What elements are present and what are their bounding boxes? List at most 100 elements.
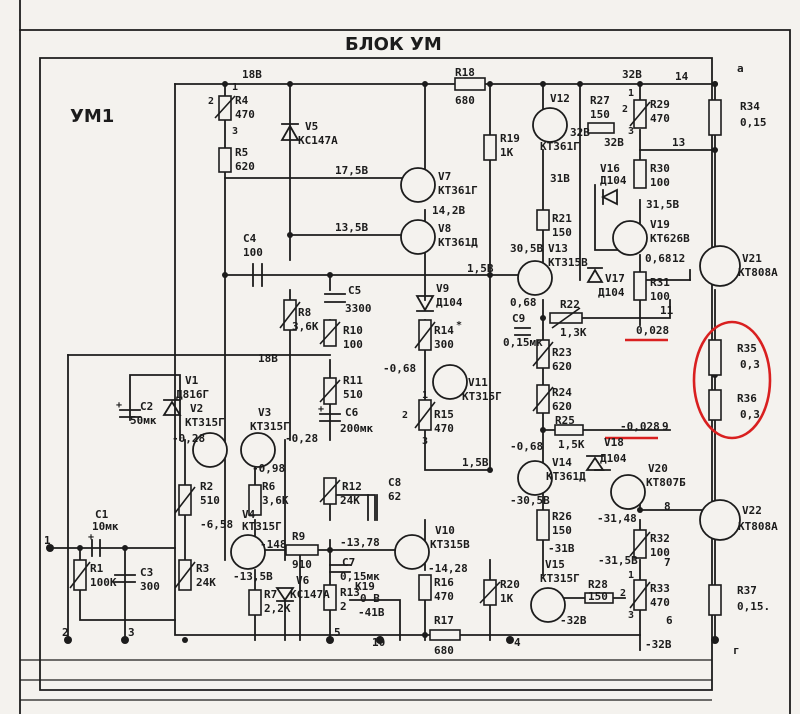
C7-ref: C7 <box>342 556 355 569</box>
R32-ref: R32 <box>650 532 670 545</box>
R29-val: 470 <box>650 112 670 125</box>
V4-ref: V4 <box>242 508 256 521</box>
V21-ref: V21 <box>742 252 762 265</box>
volt-label: 18В <box>258 352 278 365</box>
R25-val: 1,5К <box>558 438 585 451</box>
C3-ref: C3 <box>140 566 153 579</box>
R27-val: 150 <box>590 108 610 121</box>
R32-val: 100 <box>650 546 670 559</box>
C6-val: 200мк <box>340 422 373 435</box>
R35-val: 0,3 <box>740 358 760 371</box>
node-numbers: 14 13 12 11 9 8 7 6 1 2 3 5 10 4 а г 2 1… <box>44 62 744 657</box>
C9-ref: C9 <box>512 312 525 325</box>
node-4: 4 <box>514 636 521 649</box>
V10-val: КТ315В <box>430 538 470 551</box>
R1-val: 100К <box>90 576 117 589</box>
V12-val: КТ361Г <box>540 140 580 153</box>
V8-ref: V8 <box>438 222 451 235</box>
R22-ref: R22 <box>560 298 580 311</box>
R9-val: 910 <box>292 558 312 571</box>
R34-ref: R34 <box>740 100 760 113</box>
C9-val: 0,15мк <box>503 336 543 349</box>
V17-val: Д104 <box>598 286 625 299</box>
node-7: 7 <box>664 556 671 569</box>
volt-label: 17,5В <box>335 164 368 177</box>
pin-label: 1 <box>628 570 634 581</box>
R21-ref: R21 <box>552 212 572 225</box>
R15-val: 470 <box>434 422 454 435</box>
V12-ref: V12 <box>550 92 570 105</box>
volt-label: -0,28 <box>285 432 318 445</box>
volt-label: -6,58 <box>200 518 233 531</box>
R16-val: 470 <box>434 590 454 603</box>
volt-label: 0,68 <box>645 252 672 265</box>
volt-label: 32В <box>622 68 642 81</box>
C3-val: 300 <box>140 580 160 593</box>
volt-label: 18В <box>242 68 262 81</box>
R14-ref: R14 <box>434 324 454 337</box>
polarity-plus: + <box>116 400 122 411</box>
polarity-plus: + <box>318 404 324 415</box>
capacitors <box>91 263 531 583</box>
V2-val: КТ315Г <box>185 416 225 429</box>
R31-ref: R31 <box>650 276 670 289</box>
volt-label: 32В <box>570 126 590 139</box>
C2-ref: C2 <box>140 400 153 413</box>
R10-val: 100 <box>343 338 363 351</box>
R6-val: 3,6К <box>262 494 289 507</box>
R6-ref: R6 <box>262 480 276 493</box>
V13-val: КТ315В <box>548 256 588 269</box>
V9-ref: V9 <box>436 282 449 295</box>
V14-ref: V14 <box>552 456 572 469</box>
volt-label: -0,68 <box>383 362 416 375</box>
V6-ref: V6 <box>296 574 310 587</box>
node-3: 3 <box>128 626 135 639</box>
terminal-g: г <box>733 644 740 657</box>
C4-ref: C4 <box>243 232 257 245</box>
R20-val: 1К <box>500 592 514 605</box>
component-labels: R18 680 R4 470 R5 620 V5 КС147А V7 КТ361… <box>90 66 778 657</box>
V1-val: Д816Г <box>176 388 209 401</box>
R20-ref: R20 <box>500 578 520 591</box>
R33-ref: R33 <box>650 582 670 595</box>
node-14: 14 <box>675 70 689 83</box>
R28-ref: R28 <box>588 578 608 591</box>
V5-ref: V5 <box>305 120 318 133</box>
V18-ref: V18 <box>604 436 624 449</box>
block-frame <box>19 29 791 714</box>
pin-label: 1 <box>232 82 238 93</box>
node-2: 2 <box>62 626 69 639</box>
node-9: 9 <box>662 420 669 433</box>
R27-ref: R27 <box>590 94 610 107</box>
R19-val: 1К <box>500 146 514 159</box>
R24-val: 620 <box>552 400 572 413</box>
resistors <box>69 77 722 641</box>
V4-val: КТ315Г <box>242 520 282 533</box>
V20-ref: V20 <box>648 462 668 475</box>
V2-ref: V2 <box>190 402 203 415</box>
R2-ref: R2 <box>200 480 213 493</box>
V1-ref: V1 <box>185 374 199 387</box>
node-12: 12 <box>672 252 685 265</box>
V17-ref: V17 <box>605 272 625 285</box>
R30-ref: R30 <box>650 162 670 175</box>
V22-ref: V22 <box>742 504 762 517</box>
R26-ref: R26 <box>552 510 572 523</box>
R12-val: 24К <box>340 494 360 507</box>
C8-val: 62 <box>388 490 401 503</box>
V21-val: КТ808А <box>738 266 778 279</box>
volt-label: 31,5В <box>646 198 679 211</box>
C7-val: 0,15мк <box>340 570 380 583</box>
volt-label: -13,5В <box>233 570 273 583</box>
R8-ref: R8 <box>298 306 311 319</box>
R30-val: 100 <box>650 176 670 189</box>
R12-ref: R12 <box>342 480 362 493</box>
pin-label: 2 <box>402 410 408 421</box>
node-1: 1 <box>44 534 51 547</box>
V13-ref: V13 <box>548 242 568 255</box>
V10-ref: V10 <box>435 524 455 537</box>
pin-label: 3 <box>628 126 634 137</box>
C1-val: 10мк <box>92 520 119 533</box>
V16-ref: V16 <box>600 162 620 175</box>
R31-val: 100 <box>650 290 670 303</box>
